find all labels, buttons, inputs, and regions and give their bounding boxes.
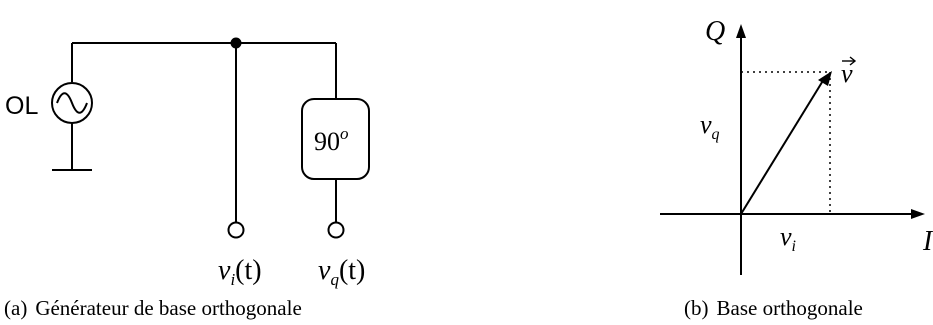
- vector-v: [740, 78, 825, 215]
- svg-text:v: v: [841, 59, 853, 88]
- i-axis-label: I: [922, 226, 933, 257]
- q-axis-label: Q: [705, 16, 725, 47]
- caption-b: (b)Base orthogonale: [684, 296, 863, 320]
- vi-label: vi: [780, 222, 796, 255]
- oscillator-label: OL: [5, 92, 38, 120]
- circuit-diagram: [51, 37, 370, 239]
- sine-wave-icon: [56, 92, 88, 114]
- q-axis-arrow-icon: [736, 24, 746, 38]
- output-i-label: vi(t): [218, 255, 262, 289]
- vector-label: v: [841, 56, 857, 88]
- phasor-diagram: [660, 24, 925, 275]
- i-axis-arrow-icon: [911, 209, 925, 219]
- caption-a: (a)Générateur de base orthogonale: [4, 296, 302, 320]
- vq-label: vq: [700, 110, 720, 143]
- output-q-label: vq(t): [318, 255, 365, 289]
- vector-arrow-icon: [818, 71, 832, 86]
- q-output-terminal: [327, 221, 345, 239]
- i-output-terminal: [227, 221, 245, 239]
- phase-shifter-label: 90o: [314, 124, 349, 156]
